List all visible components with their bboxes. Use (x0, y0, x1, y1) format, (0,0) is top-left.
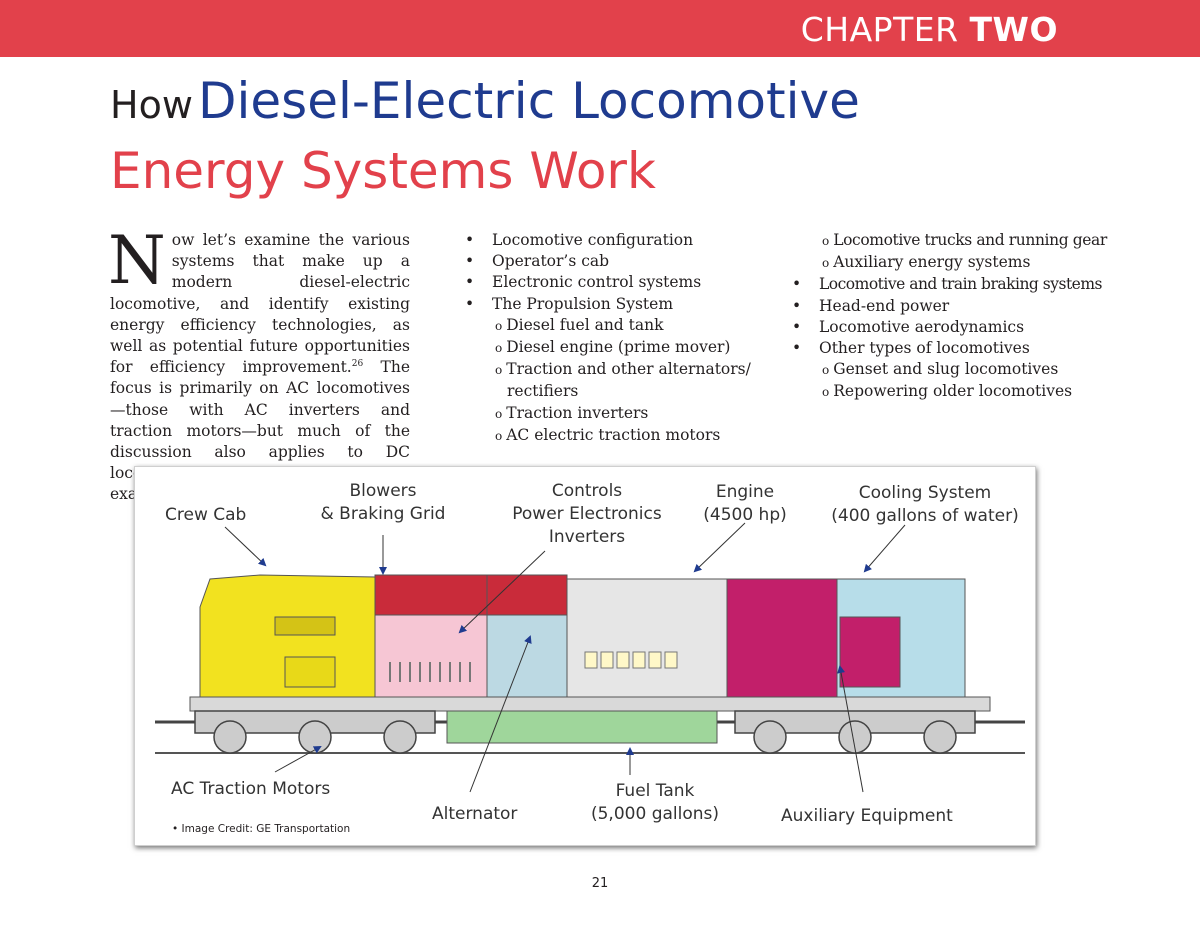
sublist-text: AC electric traction motors (506, 425, 721, 444)
sublist-text: Auxiliary energy systems (833, 253, 1031, 272)
page-number: 21 (591, 876, 609, 891)
sub-marker: o (495, 428, 503, 443)
sublist-text: Diesel engine (prime mover) (506, 338, 731, 357)
label-engine-line1: Engine (715, 482, 775, 502)
underframe (189, 696, 991, 712)
label-blowers: Blowers & Braking Grid (313, 480, 453, 526)
locomotive-illustration (155, 522, 1025, 793)
drop-cap: N (108, 222, 166, 299)
sub-marker: o (495, 363, 503, 378)
list-item: Locomotive configuration (465, 230, 751, 251)
title-line1: Diesel-Electric Locomotive (198, 72, 860, 130)
chapter-label: CHAPTER TWO (801, 10, 1058, 49)
title-how: How (110, 83, 193, 127)
sub-marker: o (495, 341, 503, 356)
controls-section (486, 574, 568, 616)
label-controls-line2: Power Electronics (512, 504, 662, 524)
list-item: The Propulsion System (465, 294, 751, 315)
locomotive-diagram: Crew Cab Blowers & Braking Grid Controls… (134, 466, 1036, 846)
label-crew-cab: Crew Cab (165, 505, 247, 525)
callout-arrows (224, 522, 906, 793)
blowers-section (374, 574, 488, 616)
auxiliary-section (726, 578, 838, 698)
intro-text-1: ow let’s examine the various systems tha… (110, 231, 410, 377)
arrow-controls (458, 550, 546, 634)
list-item: Electronic control systems (465, 272, 751, 293)
list-item: Locomotive and train braking systems (792, 274, 1107, 295)
arrow-engine (693, 522, 746, 573)
label-fuel-tank: Fuel Tank (5,000 gallons) (575, 780, 735, 826)
engine-section (566, 578, 728, 698)
label-engine-line2: (4500 hp) (703, 505, 787, 525)
sublist-text: Genset and slug locomotives (833, 360, 1059, 379)
front-truck (194, 710, 436, 754)
title-line2: Energy Systems Work (110, 142, 656, 200)
sublist-text: Traction inverters (506, 403, 649, 422)
list-item: Head-end power (792, 296, 1107, 317)
label-engine: Engine (4500 hp) (695, 481, 795, 527)
arrow-crew-cab (224, 526, 267, 567)
sub-marker: o (495, 318, 503, 333)
label-cooling-line2: (400 gallons of water) (831, 506, 1019, 526)
sub-marker: o (495, 406, 503, 421)
label-alternator: Alternator (432, 804, 518, 824)
image-credit: • Image Credit: GE Transportation (172, 823, 351, 835)
sublist-text: Repowering older locomotives (833, 382, 1073, 401)
sublist-text: Locomotive trucks and running gear (833, 231, 1107, 249)
label-cooling: Cooling System (400 gallons of water) (825, 482, 1025, 528)
chapter-header-bar: CHAPTER TWO (0, 0, 1200, 57)
fuel-tank (446, 710, 718, 744)
arrow-traction (274, 746, 322, 773)
sub-marker: o (822, 256, 830, 271)
cab-window (274, 616, 336, 636)
label-fuel-line1: Fuel Tank (615, 781, 695, 801)
arrow-auxiliary (837, 665, 864, 793)
blowers-lower (374, 614, 488, 698)
arrow-cooling (863, 524, 906, 573)
sublist-item-continued: rectifiers (507, 382, 579, 401)
sublist-text: Diesel fuel and tank (506, 315, 664, 334)
page-title: How Diesel-Electric Locomotive Energy Sy… (110, 72, 860, 200)
list-item: Other types of locomotives (792, 338, 1107, 359)
label-blowers-line2: & Braking Grid (320, 504, 446, 524)
label-controls: Controls Power Electronics Inverters (507, 480, 667, 549)
aux-box (839, 616, 901, 688)
label-blowers-line1: Blowers (349, 481, 417, 501)
chapter-number: TWO (969, 10, 1058, 49)
label-fuel-line2: (5,000 gallons) (590, 804, 720, 824)
label-controls-line3: Inverters (548, 527, 626, 547)
cab-door (284, 656, 336, 688)
engine-cylinders (584, 651, 678, 669)
footnote-ref: 26 (351, 359, 364, 370)
label-cooling-line1: Cooling System (858, 483, 992, 503)
systems-list-col2: Locomotive configuration Operator’s cab … (465, 230, 751, 447)
controls-lower (486, 614, 568, 698)
label-auxiliary: Auxiliary Equipment (781, 806, 953, 826)
arrow-alternator (469, 635, 532, 793)
rear-truck (734, 710, 976, 754)
label-controls-line1: Controls (551, 481, 623, 501)
grille-lines (389, 662, 471, 682)
sub-marker: o (822, 234, 830, 248)
list-item: Operator’s cab (465, 251, 751, 272)
label-ac-traction: AC Traction Motors (171, 779, 331, 799)
list-item: Locomotive aerodynamics (792, 317, 1107, 338)
sublist-text: Traction and other alternators/ (506, 360, 751, 379)
chapter-prefix: CHAPTER (800, 10, 959, 49)
sub-marker: o (822, 363, 830, 378)
sub-marker: o (822, 385, 830, 400)
